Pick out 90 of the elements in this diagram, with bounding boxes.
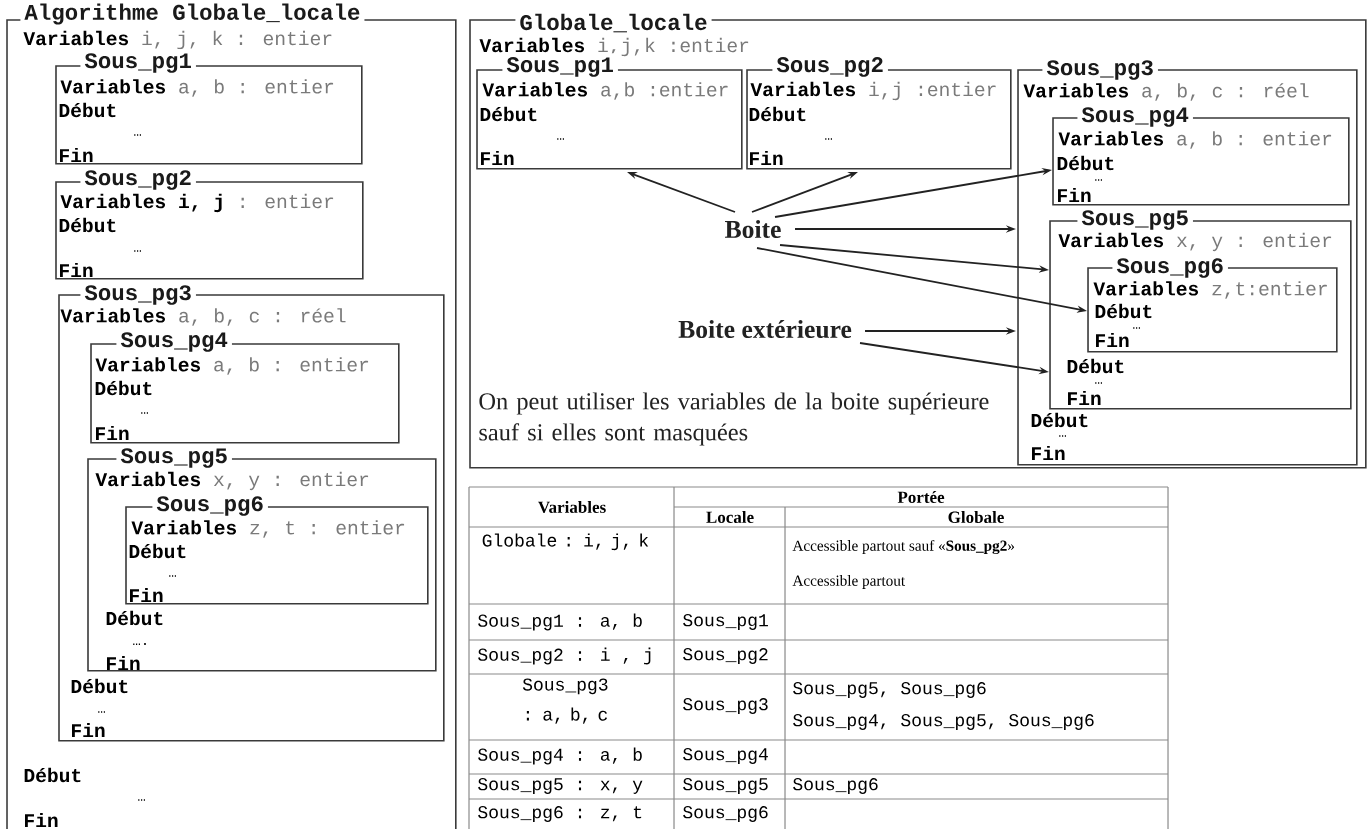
declaration-line: Variables a,b :entier <box>482 82 728 100</box>
keyword: Fin <box>60 147 93 163</box>
ellipsis: … <box>1133 327 1140 329</box>
keyword: Début <box>480 106 537 122</box>
box-title: Sous_pg2 <box>80 166 196 194</box>
keyword: Fin <box>1068 390 1101 406</box>
table-text: Accessible partout sauf «Sous_pg2» <box>792 540 1015 555</box>
box-title: Sous_pg6 <box>1112 254 1228 282</box>
callout-label: Boite extérieure <box>678 319 852 339</box>
keyword: Fin <box>72 722 105 738</box>
table-text: Accessible partout <box>792 575 906 589</box>
table-text: Sous_pg2 : i , j <box>478 647 651 665</box>
declaration-line: Variables x, y : entier <box>95 471 369 491</box>
keyword: Début <box>129 543 186 559</box>
ellipsis: … <box>169 575 176 577</box>
box-title: Sous_pg5 <box>116 444 232 472</box>
keyword: Début <box>95 380 152 396</box>
table-header: Portée <box>897 491 945 503</box>
table-text: Sous_pg3 <box>683 698 768 714</box>
table-text: Sous_pg4 <box>683 748 768 764</box>
ellipsis: … <box>138 799 145 801</box>
keyword: Début <box>1067 358 1124 374</box>
declaration-line: Variables x, y : entier <box>1058 232 1332 252</box>
keyword: Début <box>1031 412 1088 428</box>
keyword: Fin <box>481 150 514 166</box>
table-text: Sous_pg5 : x, y <box>478 778 643 794</box>
ellipsis: … <box>141 412 148 414</box>
declaration-line: Variables a, b, c : réel <box>1023 83 1309 101</box>
ellipsis: … <box>134 250 141 252</box>
table-text: Sous_pg5 <box>683 778 768 794</box>
keyword: Fin <box>1096 332 1129 348</box>
keyword: Fin <box>25 812 58 828</box>
keyword: Fin <box>60 262 93 278</box>
box-title: Algorithme Globale_locale <box>20 0 365 29</box>
box-title: Sous_pg4 <box>1077 103 1193 131</box>
table-text: Globale : i, j, k <box>482 533 649 551</box>
declaration-line: Variables z,t:entier <box>1093 281 1327 299</box>
box-title: Sous_pg3 <box>80 281 196 309</box>
table-header: Globale <box>948 511 1004 523</box>
box-title: Sous_pg4 <box>116 328 232 356</box>
keyword: Fin <box>1058 187 1091 203</box>
table-text: Sous_pg2 <box>683 648 768 664</box>
box-title: Globale_locale <box>515 9 712 37</box>
table-header: Variables <box>538 501 606 514</box>
declaration-line: Variables z, t : entier <box>131 520 405 538</box>
ellipsis: … <box>557 138 564 140</box>
declaration-line: Variables i, j, k : entier <box>23 30 332 50</box>
keyword: Début <box>59 217 116 233</box>
table-text: Sous_pg4, Sous_pg5, Sous_pg6 <box>793 714 1094 730</box>
declaration-line: Variables a, b : entier <box>1058 131 1332 149</box>
keyword: Début <box>59 102 116 118</box>
keyword: Fin <box>96 425 129 441</box>
keyword: Fin <box>750 150 783 166</box>
ellipsis: … <box>1059 435 1066 437</box>
declaration-line: Variables i,j :entier <box>750 81 996 101</box>
keyword: Début <box>71 678 128 694</box>
ellipsis: …. <box>133 643 146 646</box>
table-text: Sous_pg1 <box>683 614 768 630</box>
keyword: Fin <box>1032 445 1065 461</box>
declaration-line: Variables a, b : entier <box>95 357 369 375</box>
ellipsis: … <box>134 134 141 136</box>
keyword: Début <box>1095 303 1152 319</box>
keyword: Début <box>749 106 806 122</box>
table-text: Sous_pg5, Sous_pg6 <box>793 682 986 698</box>
declaration-line: Variables i, j : entier <box>60 193 334 213</box>
table-text: Sous_pg6 <box>683 806 768 822</box>
keyword: Fin <box>107 655 140 671</box>
ellipsis: … <box>1095 179 1102 181</box>
box-title: Sous_pg2 <box>772 53 888 81</box>
table-text: Sous_pg3 : a, b, c <box>522 678 608 724</box>
ellipsis: … <box>1095 382 1102 384</box>
keyword: Fin <box>130 587 163 603</box>
box-title: Sous_pg6 <box>152 492 268 520</box>
box-title: Sous_pg3 <box>1042 56 1158 84</box>
box-title: Sous_pg1 <box>80 49 196 77</box>
table-text: Sous_pg6 <box>793 778 878 794</box>
declaration-line: Variables a, b : entier <box>60 79 334 97</box>
keyword: Début <box>106 610 163 626</box>
box-title: Sous_pg1 <box>502 53 618 81</box>
table-text: Sous_pg6 : z, t <box>478 806 642 822</box>
note-text: On peut utiliser les variables de la boite supérieure sauf si elles sont masquées <box>479 392 989 446</box>
keyword: Début <box>1057 155 1114 171</box>
table-text: Sous_pg4 : a, b <box>478 747 642 765</box>
ellipsis: … <box>98 711 105 713</box>
callout-label: Boite <box>725 220 781 238</box>
keyword: Début <box>24 767 81 783</box>
declaration-line: Variables a, b, c : réel <box>60 308 346 326</box>
table-header: Locale <box>706 511 754 523</box>
table-text: Sous_pg1 : a, b <box>478 613 642 631</box>
ellipsis: … <box>825 138 832 140</box>
